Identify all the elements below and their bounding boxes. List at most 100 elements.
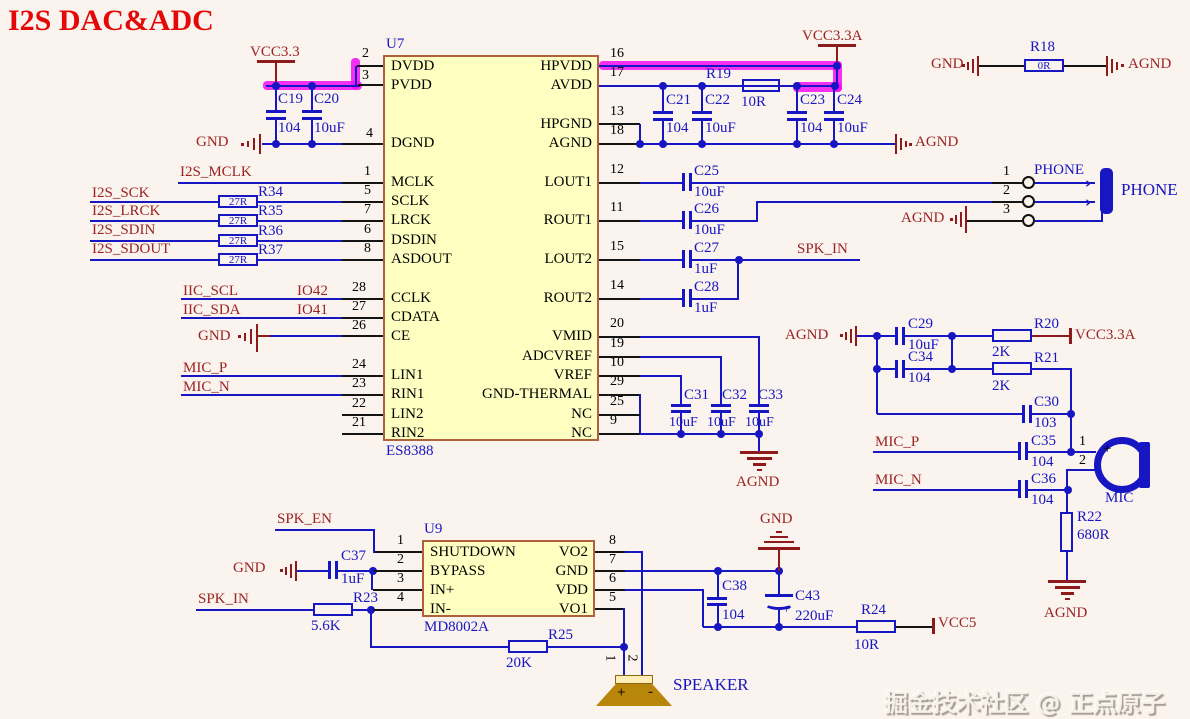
capacitor-plate bbox=[692, 111, 712, 114]
u7-pin-name: ROUT2 bbox=[543, 290, 592, 306]
wire bbox=[338, 570, 372, 572]
agnd-symbol-icon bbox=[960, 212, 962, 227]
gnd-earth-icon bbox=[776, 531, 782, 533]
wire bbox=[1035, 220, 1103, 222]
u7-pin-name: AGND bbox=[548, 135, 592, 151]
net-label-i2s-mclk: I2S_MCLK bbox=[180, 164, 252, 180]
power-bar-icon bbox=[818, 44, 856, 47]
u7-pin-name: DSDIN bbox=[391, 232, 437, 248]
wire bbox=[876, 336, 878, 414]
pin-stub bbox=[599, 433, 640, 435]
wire bbox=[896, 626, 932, 628]
c34-val: 104 bbox=[908, 370, 931, 386]
wire bbox=[680, 375, 682, 404]
pin-stub bbox=[599, 298, 640, 300]
wire bbox=[181, 317, 342, 319]
wire bbox=[692, 298, 739, 300]
power-bar-icon bbox=[932, 618, 935, 634]
phone-pin-num: 1 bbox=[1003, 164, 1010, 179]
capacitor-plate bbox=[653, 111, 673, 114]
u7-pin-name: ADCVREF bbox=[521, 348, 592, 364]
wire bbox=[778, 571, 780, 595]
power-bar-icon bbox=[257, 60, 295, 63]
u7-pin-name: PVDD bbox=[391, 77, 432, 93]
junction-dot bbox=[833, 62, 841, 70]
wire bbox=[680, 413, 682, 434]
c24-ref: C24 bbox=[837, 92, 863, 108]
wire bbox=[836, 65, 838, 87]
r20-resistor bbox=[992, 329, 1032, 342]
capacitor-plate bbox=[682, 250, 685, 268]
agnd-earth-icon bbox=[757, 469, 762, 471]
agnd-earth-icon bbox=[1061, 592, 1074, 595]
u7-pin-num: 18 bbox=[610, 123, 624, 138]
pin-stub bbox=[342, 201, 383, 203]
net-label-agnd: AGND bbox=[736, 474, 780, 490]
net-label-i2s-sdout: I2S_SDOUT bbox=[92, 241, 171, 257]
u7-pin-name: LOUT2 bbox=[544, 251, 593, 267]
wire bbox=[952, 368, 992, 370]
u7-pin-name: NC bbox=[571, 425, 592, 441]
u7-part: ES8388 bbox=[386, 443, 434, 459]
net-label-vcc5: VCC5 bbox=[938, 615, 977, 631]
u9-pin-num: 6 bbox=[609, 571, 616, 586]
u7-pin-name: ROUT1 bbox=[543, 212, 592, 228]
wire bbox=[1035, 182, 1095, 184]
wire bbox=[692, 220, 758, 222]
agnd-earth-icon bbox=[1055, 586, 1080, 589]
capacitor-plate bbox=[765, 594, 793, 597]
net-label-gnd: GND bbox=[233, 560, 266, 576]
u7-pin-name: DGND bbox=[391, 135, 435, 151]
c29-val: 10uF bbox=[908, 337, 939, 353]
u7-pin-num: 19 bbox=[610, 336, 624, 351]
c25-val: 10uF bbox=[694, 184, 725, 200]
r35-resistor: 27R bbox=[218, 214, 258, 227]
highlight-net bbox=[793, 82, 842, 92]
wire bbox=[1064, 65, 1106, 67]
speaker-label: SPEAKER bbox=[673, 675, 749, 694]
gnd-earth-icon bbox=[764, 541, 794, 543]
gnd-symbol-icon bbox=[247, 141, 249, 147]
wire bbox=[181, 298, 342, 300]
u7-pin-name: DVDD bbox=[391, 58, 435, 74]
junction-dot bbox=[659, 140, 667, 148]
pin-stub bbox=[342, 335, 383, 337]
r19-resistor bbox=[742, 79, 780, 92]
u7-pin-num: 15 bbox=[610, 239, 624, 254]
wire bbox=[833, 86, 835, 111]
u7-pin-num: 12 bbox=[610, 162, 624, 177]
wire bbox=[701, 86, 703, 111]
net-label-gnd: GND bbox=[760, 511, 793, 527]
r34-ref: R34 bbox=[258, 184, 284, 200]
u9-pin-num: 7 bbox=[609, 552, 616, 567]
capacitor-plate bbox=[689, 289, 692, 307]
pin-stub bbox=[599, 143, 640, 145]
gnd-symbol-icon bbox=[290, 564, 292, 578]
phone-jack-icon bbox=[1100, 168, 1113, 214]
junction-dot bbox=[272, 140, 280, 148]
pin-stub bbox=[595, 608, 625, 610]
u9-pin-name: VO1 bbox=[558, 601, 588, 617]
wire bbox=[758, 201, 992, 203]
gnd-symbol-icon bbox=[962, 64, 965, 67]
capacitor-plate bbox=[711, 404, 731, 407]
wire bbox=[758, 336, 760, 404]
capacitor-plate bbox=[902, 327, 905, 345]
r21-resistor bbox=[992, 362, 1032, 375]
u7-pin-name: HPGND bbox=[540, 116, 592, 132]
junction-dot bbox=[677, 430, 685, 438]
agnd-symbol-icon bbox=[900, 138, 902, 150]
capacitor-plate bbox=[335, 561, 338, 579]
c22-ref: C22 bbox=[705, 92, 731, 108]
capacitor-plate bbox=[682, 211, 685, 229]
c37-val: 1uF bbox=[341, 571, 365, 587]
phone-pin-circle bbox=[1022, 214, 1035, 227]
wire bbox=[625, 589, 704, 591]
power-wire bbox=[275, 63, 277, 86]
junction-dot bbox=[717, 430, 725, 438]
power-wire bbox=[258, 335, 270, 337]
wire bbox=[258, 259, 342, 261]
u7-pin-name: GND-THERMAL bbox=[482, 386, 592, 402]
capacitor-plate bbox=[328, 561, 331, 579]
pin-stub bbox=[599, 182, 640, 184]
